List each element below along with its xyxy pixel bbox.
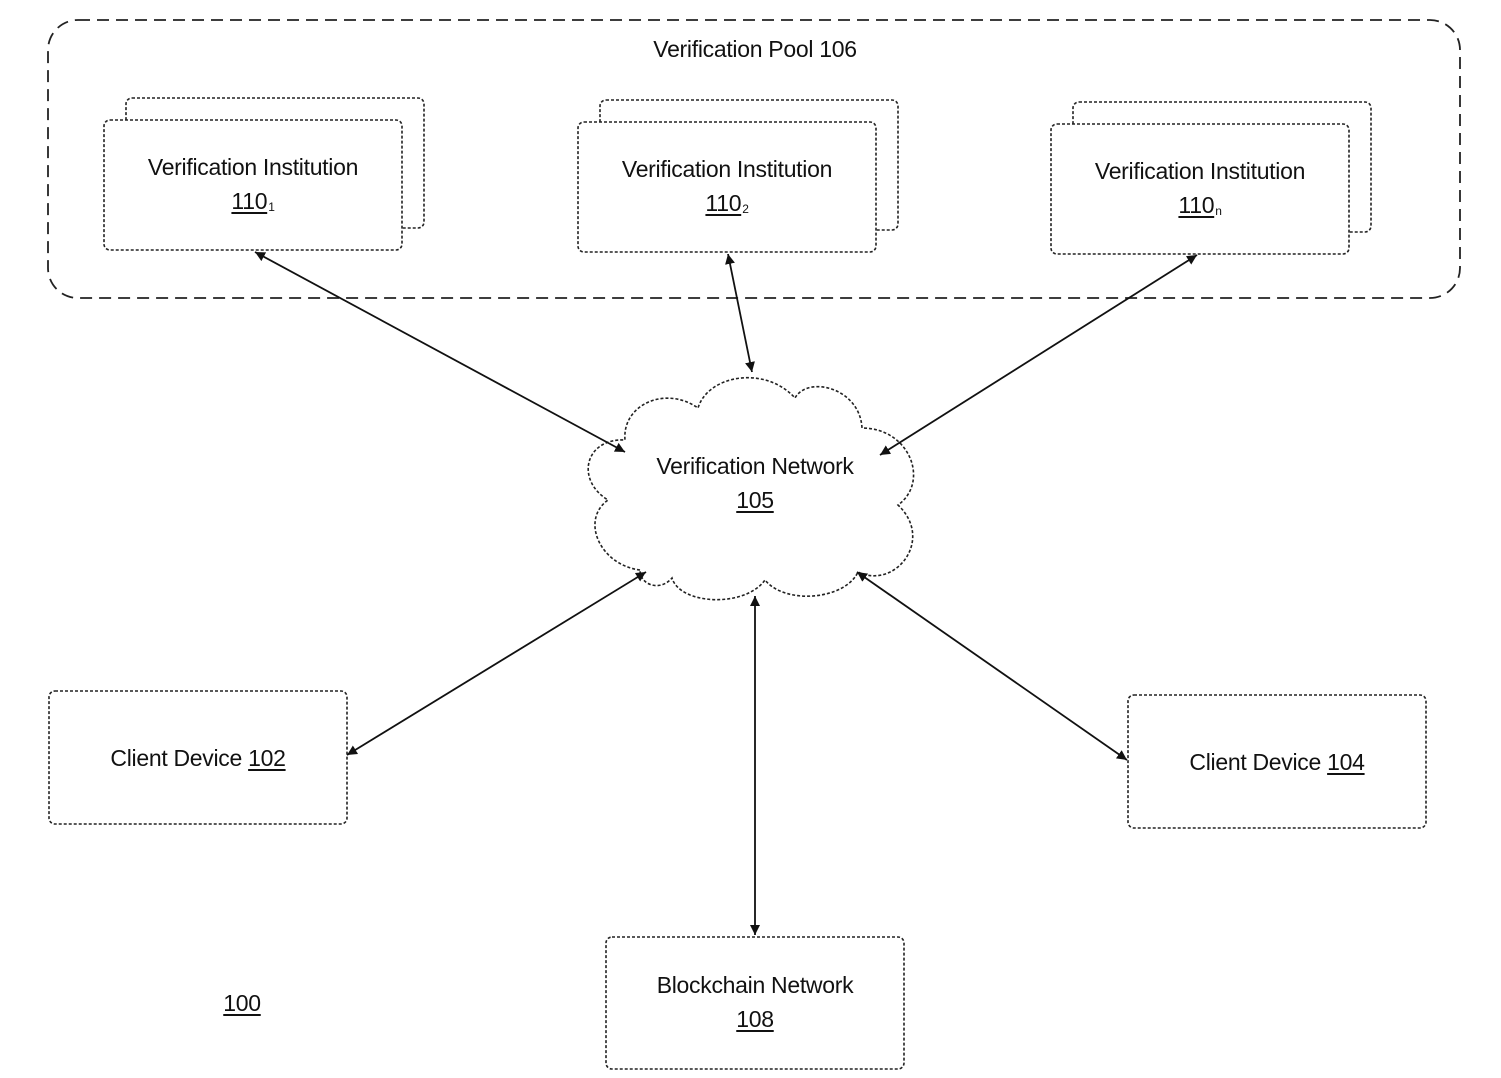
institution-ref-n: 110n (1051, 188, 1349, 228)
institution-name-2: Verification Institution (578, 152, 876, 186)
client-device-104-label: Client Device 104 (1128, 745, 1426, 779)
verification-network-label: Verification Network 105 (605, 449, 905, 517)
arrow-institutionn-network (880, 255, 1197, 455)
institution-ref-1: 1101 (104, 184, 402, 224)
client-device-102-label: Client Device 102 (49, 741, 347, 775)
arrow-institution2-network (728, 254, 752, 372)
institution-name-1: Verification Institution (104, 150, 402, 184)
client-device-102-name: Client Device (110, 745, 242, 771)
verification-network-ref: 105 (605, 483, 905, 517)
institution-name-n: Verification Institution (1051, 154, 1349, 188)
blockchain-network-ref: 108 (606, 1002, 904, 1036)
client-device-104-ref: 104 (1327, 749, 1364, 775)
verification-pool-title: Verification Pool 106 (600, 32, 910, 66)
arrow-client104-network (857, 572, 1127, 760)
blockchain-network-name: Blockchain Network (606, 968, 904, 1002)
institution-label-1: Verification Institution 1101 (104, 150, 402, 224)
figure-reference: 100 (212, 986, 272, 1020)
client-device-104-name: Client Device (1189, 749, 1321, 775)
arrow-client102-network (347, 572, 646, 755)
arrow-institution1-network (255, 252, 625, 452)
institution-ref-2: 1102 (578, 186, 876, 226)
institution-label-n: Verification Institution 110n (1051, 154, 1349, 228)
blockchain-network-label: Blockchain Network 108 (606, 968, 904, 1036)
institution-label-2: Verification Institution 1102 (578, 152, 876, 226)
client-device-102-ref: 102 (248, 745, 285, 771)
verification-network-name: Verification Network (605, 449, 905, 483)
